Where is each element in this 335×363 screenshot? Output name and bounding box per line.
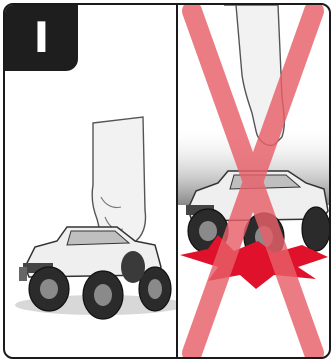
panel-incorrect-usage [178, 5, 329, 357]
instruction-illustration: I [3, 3, 331, 359]
rc-truck-icon [19, 227, 171, 319]
truck-slam-incorrect-drawing [178, 5, 329, 357]
step-number-badge: I [5, 5, 78, 71]
